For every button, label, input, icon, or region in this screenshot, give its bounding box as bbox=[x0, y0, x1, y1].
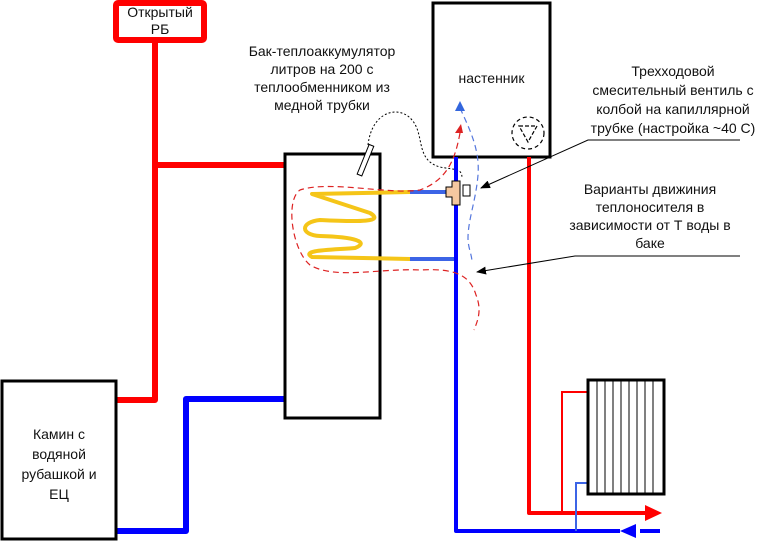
radiator-icon bbox=[586, 378, 666, 496]
pump-icon bbox=[511, 116, 545, 150]
tank-annotation: Бак-теплоаккумулятор литров на 200 с теп… bbox=[248, 43, 396, 113]
wall-boiler-box bbox=[431, 1, 552, 159]
arrow-left-icon bbox=[620, 524, 636, 538]
fireplace-box bbox=[0, 379, 118, 541]
flow-callout-line bbox=[476, 255, 740, 275]
heat-exchanger-coil bbox=[303, 190, 412, 261]
flow-cold-arrow-icon bbox=[455, 101, 465, 111]
tank-thermometer-icon bbox=[356, 143, 375, 177]
expansion-pipe bbox=[113, 37, 158, 403]
boiler-return-pipe bbox=[454, 157, 620, 533]
fireplace-label: Камин с водяной рубашкой и ЕЦ bbox=[21, 426, 97, 502]
arrow-right-icon bbox=[645, 505, 662, 521]
flow-hot-arrow-icon bbox=[455, 124, 463, 133]
capillary-bulb-icon bbox=[462, 184, 471, 197]
expansion-tank-label: Открытый РБ bbox=[127, 4, 193, 37]
buffer-tank-box bbox=[283, 152, 382, 420]
expansion-tank-box bbox=[113, 0, 207, 43]
boiler-supply-pipe bbox=[527, 157, 645, 515]
radiator-return-pipe bbox=[575, 482, 588, 531]
fireplace-return-pipe bbox=[113, 396, 288, 534]
flow-annotation: Варианты движиния теплоносителя в зависи… bbox=[569, 181, 731, 251]
pump-triangle-icon bbox=[517, 125, 539, 144]
flow-path-cold bbox=[459, 107, 479, 263]
flow-path-hot bbox=[291, 132, 480, 331]
wall-boiler-label: настенник bbox=[458, 70, 525, 86]
valve-annotation: Трехходовой смесительный вентиль с колбо… bbox=[590, 63, 756, 136]
radiator-supply-pipe bbox=[561, 391, 588, 513]
valve-callout-line bbox=[480, 139, 740, 189]
three-way-valve-icon bbox=[445, 180, 461, 206]
